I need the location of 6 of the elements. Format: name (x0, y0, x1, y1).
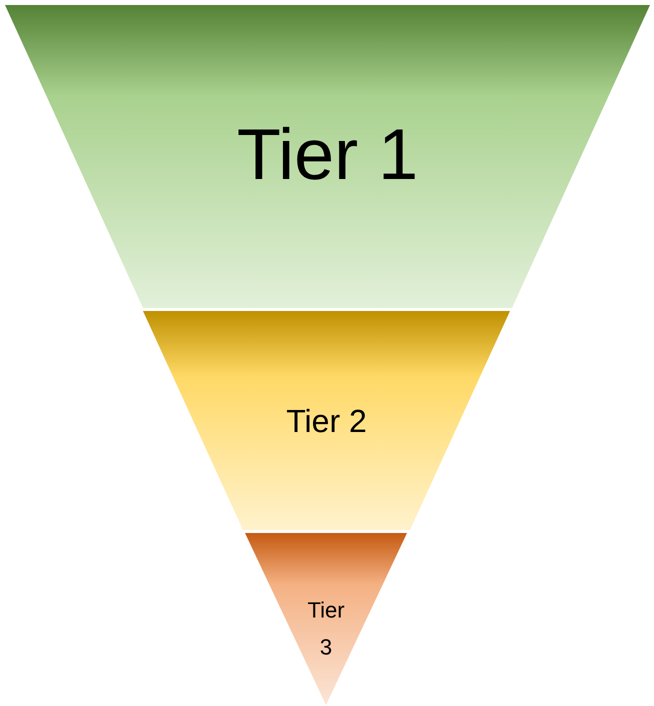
funnel-tier (245, 533, 407, 705)
funnel-tier (5, 5, 650, 308)
tier-label: Tier 3 (306, 596, 346, 662)
tier-label: Tier 1 (236, 114, 418, 197)
funnel-tier (143, 311, 510, 530)
tier-label: Tier 2 (286, 402, 367, 441)
